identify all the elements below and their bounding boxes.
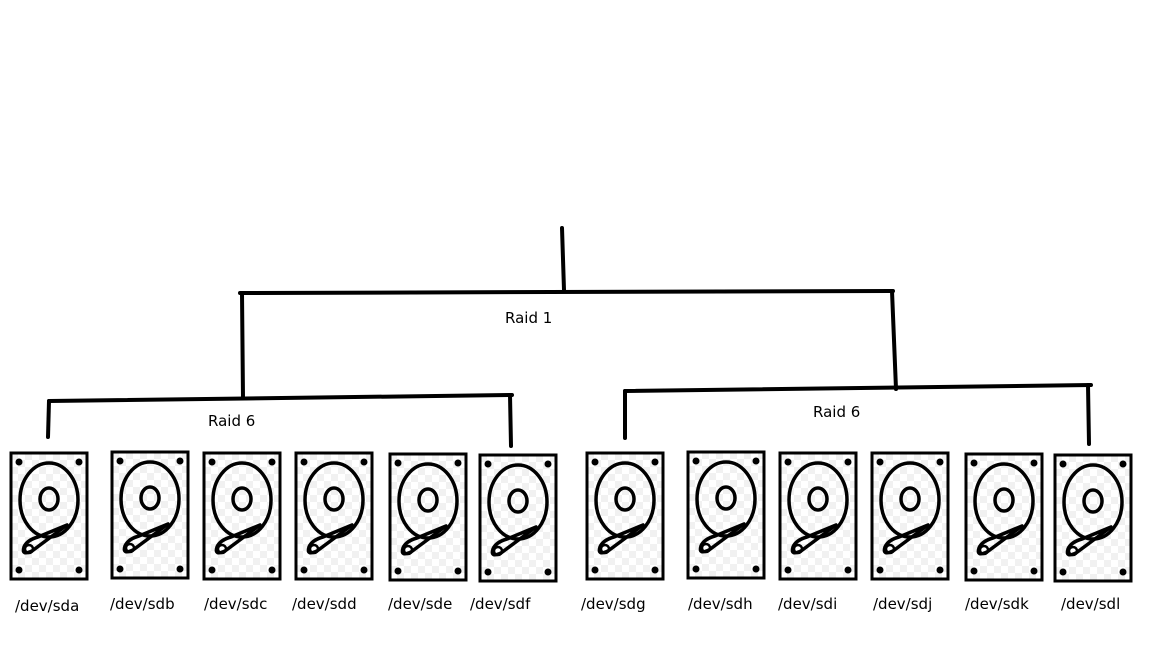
disk-group-left: /dev/sda /dev/sdb /dev/sdc /dev/sdd /dev… xyxy=(9,450,558,615)
raid6-right-bar xyxy=(623,383,1093,393)
hard-drive-icon xyxy=(202,451,282,581)
disk-label: /dev/sdb xyxy=(110,595,175,613)
raid6-right-label: Raid 6 xyxy=(813,403,860,421)
raid6-left-drop-b xyxy=(508,393,513,448)
raid1-label: Raid 1 xyxy=(505,309,552,327)
raid6-left-drop-a xyxy=(46,399,51,439)
disk-label: /dev/sdd xyxy=(292,595,357,613)
hard-drive-icon xyxy=(478,453,558,583)
hard-drive-icon xyxy=(388,452,468,582)
disk-label: /dev/sdf xyxy=(470,595,531,613)
root-line xyxy=(560,226,566,292)
raid6-left-label: Raid 6 xyxy=(208,412,255,430)
disk-label: /dev/sdk xyxy=(965,595,1029,613)
hard-drive-icon xyxy=(110,450,190,580)
disk-group-right: /dev/sdg /dev/sdh /dev/sdi /dev/sdj /dev… xyxy=(581,450,1133,613)
disk-label: /dev/sdg xyxy=(581,595,646,613)
disk-label: /dev/sde xyxy=(388,595,452,613)
hard-drive-icon xyxy=(294,451,374,581)
raid1-right-drop xyxy=(890,289,898,391)
hard-drive-icon xyxy=(870,451,950,581)
raid1-bar xyxy=(238,289,895,295)
disk-label: /dev/sdi xyxy=(778,595,837,613)
raid1-left-drop xyxy=(240,291,245,400)
disk-label: /dev/sdl xyxy=(1061,595,1120,613)
hard-drive-icon xyxy=(9,451,89,581)
raid6-left-bar xyxy=(47,393,514,403)
disk-label: /dev/sda xyxy=(15,597,79,615)
raid6-right-drop-b xyxy=(1086,383,1091,446)
hard-drive-icon xyxy=(778,451,858,581)
connection-lines xyxy=(46,226,1093,448)
hard-drive-icon xyxy=(1053,453,1133,583)
disk-label: /dev/sdh xyxy=(688,595,753,613)
hard-drive-icon xyxy=(686,450,766,580)
disk-label: /dev/sdj xyxy=(873,595,932,613)
hard-drive-icon xyxy=(585,451,665,581)
hard-drive-icon xyxy=(964,452,1044,582)
disk-label: /dev/sdc xyxy=(204,595,267,613)
